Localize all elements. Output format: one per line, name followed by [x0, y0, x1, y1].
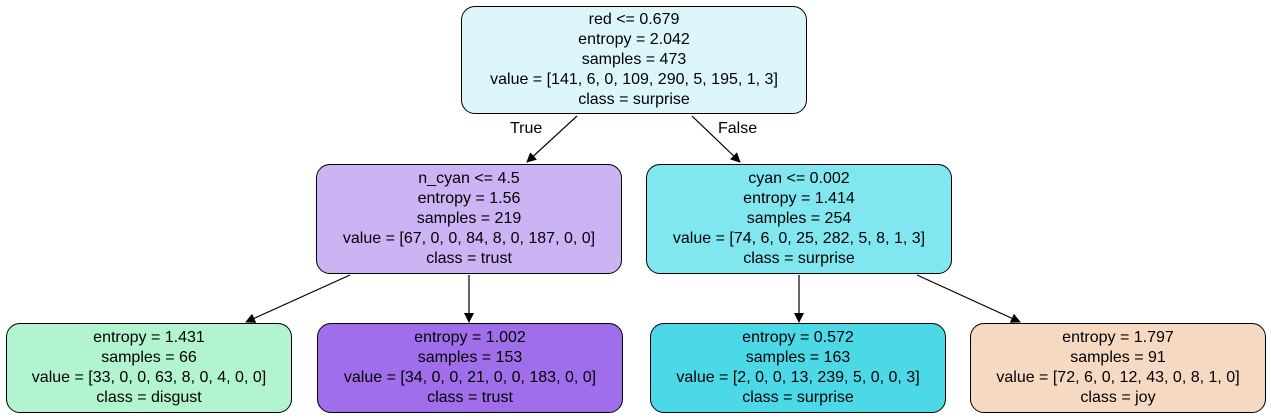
node-samples: samples = 254 [746, 210, 852, 227]
node-samples: samples = 153 [417, 349, 523, 366]
node-samples: samples = 66 [101, 349, 197, 366]
node-entropy: entropy = 1.414 [743, 190, 855, 207]
node-value: value = [67, 0, 0, 84, 8, 0, 187, 0, 0] [342, 230, 596, 247]
node-class: class = surprise [743, 250, 855, 267]
node-class: class = joy [1080, 389, 1156, 406]
node-samples: samples = 473 [581, 51, 687, 68]
node-entropy: entropy = 1.56 [417, 190, 521, 207]
node-value: value = [72, 6, 0, 12, 43, 0, 8, 1, 0] [996, 369, 1240, 386]
node-class: class = trust [426, 250, 512, 267]
tree-leaf-right-left: entropy = 0.572 samples = 163 value = [2… [650, 323, 946, 413]
node-class: class = disgust [96, 389, 202, 406]
node-entropy: entropy = 1.797 [1062, 329, 1174, 346]
tree-leaf-left-right: entropy = 1.002 samples = 153 value = [3… [317, 323, 623, 413]
edge-left-to-ll [245, 274, 351, 323]
node-entropy: entropy = 0.572 [742, 329, 854, 346]
tree-node-left: n_cyan <= 4.5 entropy = 1.56 samples = 2… [316, 164, 622, 274]
node-samples: samples = 91 [1070, 349, 1166, 366]
tree-leaf-left-left: entropy = 1.431 samples = 66 value = [33… [6, 323, 292, 413]
tree-leaf-right-right: entropy = 1.797 samples = 91 value = [72… [970, 323, 1266, 413]
node-split: red <= 0.679 [588, 11, 680, 28]
node-value: value = [74, 6, 0, 25, 282, 5, 8, 1, 3] [672, 230, 926, 247]
edge-root-to-right [691, 115, 741, 163]
node-class: class = surprise [578, 91, 690, 108]
node-samples: samples = 163 [745, 349, 851, 366]
edge-label-true: True [510, 120, 543, 137]
node-value: value = [2, 0, 0, 13, 239, 5, 0, 0, 3] [676, 369, 920, 386]
node-entropy: entropy = 2.042 [578, 31, 690, 48]
node-value: value = [141, 6, 0, 109, 290, 5, 195, 1,… [490, 71, 778, 88]
node-value: value = [33, 0, 0, 63, 8, 0, 4, 0, 0] [31, 369, 267, 386]
edge-right-to-rr [916, 274, 1021, 323]
node-entropy: entropy = 1.431 [93, 329, 205, 346]
node-samples: samples = 219 [416, 210, 522, 227]
node-split: n_cyan <= 4.5 [418, 170, 520, 187]
node-class: class = surprise [742, 389, 854, 406]
node-class: class = trust [427, 389, 513, 406]
node-entropy: entropy = 1.002 [414, 329, 526, 346]
tree-node-right: cyan <= 0.002 entropy = 1.414 samples = … [646, 164, 952, 274]
node-split: cyan <= 0.002 [748, 170, 850, 187]
node-value: value = [34, 0, 0, 21, 0, 0, 183, 0, 0] [343, 369, 597, 386]
tree-node-root: red <= 0.679 entropy = 2.042 samples = 4… [461, 6, 807, 114]
edge-root-to-left [526, 115, 578, 163]
edge-label-false: False [718, 120, 758, 137]
